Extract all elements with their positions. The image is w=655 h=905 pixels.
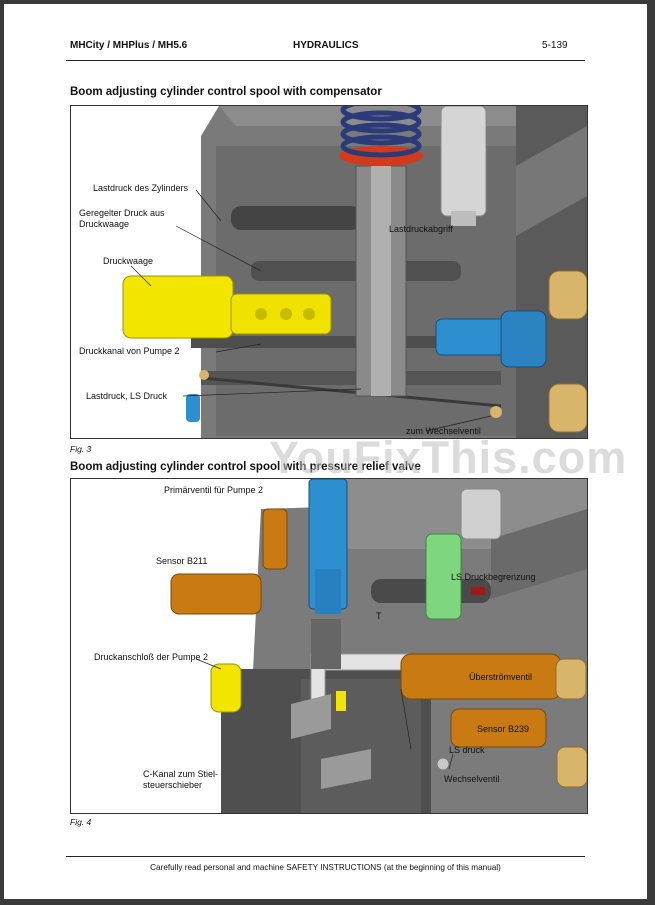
figure4-illustration: [170, 479, 587, 813]
label-ls-druckbegrenzung: LS Druckbegrenzung: [451, 572, 536, 582]
blue-valve: [435, 310, 547, 368]
label-wechselventil: Wechselventil: [444, 774, 500, 784]
label-primaerventil: Primärventil für Pumpe 2: [164, 485, 264, 495]
label-ueberstroemventil: Überströmventil: [469, 672, 533, 682]
label-sensor-b239: Sensor B239: [477, 724, 530, 734]
label-t: T: [376, 611, 382, 621]
compensator-spool: [122, 275, 332, 339]
manual-page: MHCity / MHPlus / MH5.6 HYDRAULICS 5-139…: [4, 4, 647, 899]
header-models: MHCity / MHPlus / MH5.6: [70, 40, 188, 51]
label-zum-wechselventil: zum Wechselventil: [406, 426, 481, 436]
figure3-title: Boom adjusting cylinder control spool wi…: [70, 86, 382, 98]
footer-rule: [66, 856, 585, 857]
label-druckanschluss: Druckanschloß der Pumpe 2: [94, 652, 209, 662]
label-lastdruck-ls: Lastdruck, LS Druck: [86, 391, 168, 401]
label-druckwaage: Druckwaage: [103, 256, 154, 266]
small-orange-valve: [262, 508, 288, 570]
label-geregelter-druck-2: Druckwaage: [79, 219, 130, 229]
figure3-caption: Fig. 3: [70, 444, 92, 454]
sensor-b211-body: [170, 573, 262, 615]
page-number: 5-139: [542, 40, 568, 51]
label-sensor-b211: Sensor B211: [156, 556, 208, 566]
figure3-illustration: [122, 106, 587, 438]
primary-valve-blue: [308, 479, 348, 614]
figure4-title: Boom adjusting cylinder control spool wi…: [70, 461, 421, 473]
figure4-frame: Primärventil für Pumpe 2 Sensor B211 LS …: [70, 478, 588, 814]
header-section: HYDRAULICS: [293, 40, 359, 51]
label-druckkanal: Druckkanal von Pumpe 2: [79, 346, 180, 356]
label-lastdruckabgriff: Lastdruckabgriff: [389, 224, 453, 234]
watermark: YouFixThis.com: [269, 432, 628, 483]
label-ls-druck: LS druck: [449, 745, 485, 755]
ls-fitting: [440, 106, 487, 217]
label-c-kanal-1: C-Kanal zum Stiel-: [143, 769, 219, 779]
label-geregelter-druck-1: Geregelter Druck aus: [79, 208, 165, 218]
sensor-b239-body: [450, 708, 547, 748]
ls-limit-valve: [425, 533, 462, 620]
figure3-frame: Lastdruck des Zylinders Geregelter Druck…: [70, 105, 588, 439]
spring: [339, 106, 423, 166]
footer-text: Carefully read personal and machine SAFE…: [150, 863, 501, 872]
label-c-kanal-2: steuerschieber: [143, 780, 203, 790]
header-rule: [66, 60, 585, 61]
label-lastdruck-zylinder: Lastdruck des Zylinders: [93, 183, 189, 193]
figure4-caption: Fig. 4: [70, 817, 92, 827]
